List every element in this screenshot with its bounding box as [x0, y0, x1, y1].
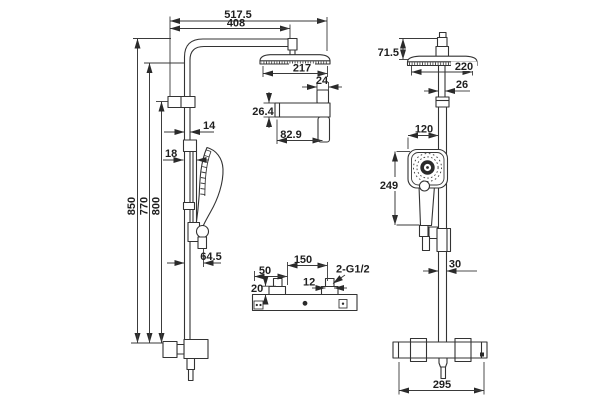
temperature-dial-dot [302, 300, 308, 306]
overhead-shower-head-side [259, 54, 331, 65]
pipe-union-sleeve [182, 139, 198, 153]
dim-overall-width-label: 517.5 [224, 9, 252, 21]
dim-overall-width: 517.5 [169, 9, 328, 97]
dim-head-width-front-label: 220 [455, 61, 473, 73]
dim-head-width-side-label: 217 [293, 63, 311, 75]
outlet-adapter [438, 357, 448, 368]
dim-bracket-length-label: 82.9 [280, 129, 301, 141]
bracket-detail-view: 24 26.4 82.9 [252, 75, 342, 144]
dim-head-width-side: 217 [262, 63, 328, 77]
dim-handset-length: 249 [377, 151, 420, 226]
dim-upper-pipe-width-label: 26 [456, 79, 468, 91]
hose-nut [418, 224, 429, 238]
left-inlet-flange [268, 285, 287, 296]
dim-lower-pipe-width: 30 [423, 259, 477, 274]
handset-handle [418, 185, 436, 227]
hand-shower-front [407, 148, 449, 252]
outlet-stub [440, 366, 447, 380]
dim-head-height-label: 770 [138, 197, 150, 215]
mode-button [418, 180, 431, 192]
mixer-valve-side [162, 338, 209, 382]
dim-left-offset: 50 [254, 265, 288, 281]
dim-head-assembly-height-label: 71.5 [378, 47, 399, 59]
dim-bracket-length: 82.9 [276, 119, 323, 144]
dim-arm-reach: 408 [170, 18, 291, 38]
spray-face-hatch [200, 149, 212, 196]
dim-inlet-spacing-label: 150 [294, 254, 312, 266]
dim-lower-pipe-width-label: 30 [449, 259, 461, 271]
dim-handset-length-label: 249 [380, 180, 398, 192]
bracket-body [274, 89, 331, 143]
handset-holder-front [436, 227, 452, 253]
overhead-arm-connector [287, 37, 298, 58]
dim-left-offset-label: 50 [259, 265, 271, 277]
mixer-body-front [251, 277, 358, 312]
dim-bracket-tab-label: 24 [316, 75, 329, 87]
dim-bracket-height: 26.4 [252, 92, 275, 128]
dim-neck-width: 12 [303, 277, 347, 291]
dim-bracket-tab: 24 [302, 75, 342, 91]
hand-shower-side [195, 146, 224, 229]
pipe-sleeve-lower [182, 201, 196, 211]
handset-holder-side [187, 221, 210, 250]
column-pipe-front [437, 65, 448, 342]
bar-end-detail [480, 352, 484, 357]
dim-stub-height: 20 [251, 276, 276, 305]
mixer-detail-view: 150 50 20 12 2-G1/2 [251, 254, 370, 312]
dim-bracket-height-label: 26.4 [252, 106, 274, 118]
wall-bracket-side [167, 95, 196, 109]
dim-head-assembly-height: 71.5 [378, 38, 438, 60]
thread-spec-label: 2-G1/2 [336, 264, 370, 276]
dim-total-height-label: 850 [126, 197, 138, 215]
ceiling-connector-front [435, 31, 450, 58]
dim-stub-height-label: 20 [251, 283, 263, 295]
dim-handset-width-label: 120 [415, 124, 433, 136]
mixer-valve-front [392, 337, 488, 380]
right-inlet-neck [324, 277, 335, 288]
dim-inlet-spacing: 150 [287, 254, 328, 285]
left-inlet-neck [272, 277, 283, 288]
dim-pipe-diameter: 14 [164, 120, 216, 135]
riser-pipe [183, 38, 297, 340]
hose-end [421, 235, 431, 252]
dim-pipe-diameter-label: 14 [203, 120, 216, 132]
dim-head-height: 770 [138, 62, 185, 343]
dim-handset-offset: 64.5 [167, 248, 222, 267]
dim-slide-diameter: 18 [163, 148, 209, 163]
dim-handset-offset-label: 64.5 [200, 251, 221, 263]
side-view: 517.5 408 217 14 18 [126, 9, 331, 382]
front-view: 71.5 220 26 120 [377, 31, 488, 395]
dim-rail-height-label: 800 [150, 197, 162, 215]
dim-total-height: 850 [126, 38, 171, 344]
dim-neck-width-label: 12 [303, 277, 315, 289]
dim-slide-diameter-label: 18 [165, 148, 177, 160]
dim-handset-width: 120 [407, 124, 439, 149]
dim-valve-width: 295 [398, 362, 485, 395]
dim-head-width-front: 220 [411, 61, 477, 76]
thread-spec-note: 2-G1/2 [332, 264, 370, 284]
dim-valve-width-label: 295 [433, 379, 451, 391]
dim-arm-reach-label: 408 [227, 18, 245, 30]
pipe-union-front [435, 96, 450, 108]
dim-rail-height: 800 [150, 101, 168, 343]
dim-upper-pipe-width: 26 [424, 79, 470, 94]
